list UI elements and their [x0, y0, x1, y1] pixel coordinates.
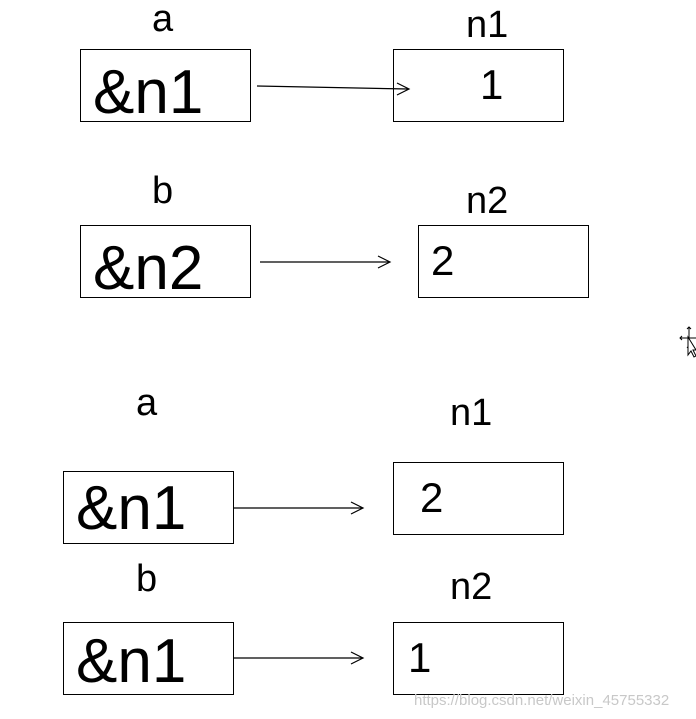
- move-cursor-icon: [679, 326, 696, 358]
- var-label-b: b: [152, 170, 174, 212]
- target-box-n2: 2: [418, 225, 589, 298]
- pointer-box-b: &n1: [63, 622, 234, 695]
- target-box-n2: 1: [393, 622, 564, 695]
- pointer-value-b: &n1: [76, 627, 187, 696]
- target-label-n2: n2: [466, 180, 509, 222]
- pointer-value-b: &n2: [93, 234, 204, 303]
- target-value-n2: 2: [431, 237, 455, 284]
- pointer-box-a: &n1: [63, 471, 234, 544]
- target-box-n1: 2: [393, 462, 564, 535]
- pointer-box-a: &n1: [80, 49, 251, 127]
- var-label-b: b: [136, 558, 158, 600]
- arrow-b-to-n2-second: [234, 651, 365, 665]
- target-value-n2: 1: [408, 634, 432, 681]
- arrow-a-to-n1: [256, 82, 411, 96]
- target-value-n1: 1: [480, 61, 504, 108]
- var-label-a: a: [136, 382, 158, 424]
- target-label-n1: n1: [450, 392, 493, 434]
- target-box-n1: 1: [393, 49, 564, 122]
- target-value-n1: 2: [420, 474, 444, 521]
- target-label-n2: n2: [450, 566, 493, 608]
- var-label-a: a: [152, 0, 174, 40]
- pointer-value-a: &n1: [76, 474, 187, 543]
- pointer-value-a: &n1: [93, 58, 204, 127]
- target-label-n1: n1: [466, 4, 509, 46]
- pointer-box-b: &n2: [80, 225, 251, 303]
- arrow-b-to-n2: [260, 255, 392, 269]
- watermark: https://blog.csdn.net/weixin_45755332: [414, 692, 670, 709]
- arrow-a-to-n1-second: [234, 501, 365, 515]
